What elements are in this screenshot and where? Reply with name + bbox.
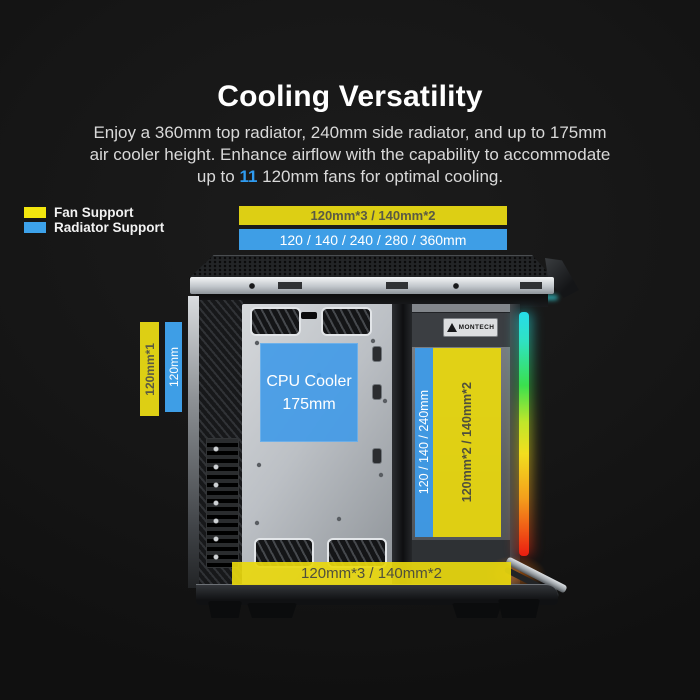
side-radiator-support-bar: 120 / 140 / 240mm: [415, 348, 433, 537]
fan-count-highlight: 11: [239, 167, 258, 186]
cable-slot-3: [372, 448, 382, 464]
fan-support-swatch-icon: [24, 206, 46, 218]
left-radiator-support-bar: 120mm: [165, 322, 182, 412]
rgb-strip: [519, 312, 529, 556]
description-line-3-pre: up to: [196, 167, 240, 186]
top-vent-grille-right: [321, 307, 372, 336]
legend-item-radiator: Radiator Support: [24, 219, 165, 235]
case-right-wall: [510, 304, 520, 586]
top-vent-grille-left: [250, 307, 301, 336]
case-left-edge: [188, 296, 199, 588]
left-fan-support-bar: 120mm*1: [140, 322, 159, 416]
tray-screw-dots: [242, 304, 244, 306]
left-radiator-support-label: 120mm: [166, 346, 181, 387]
case-foot-1: [208, 601, 242, 618]
montech-logo-icon: [446, 323, 457, 332]
case-foot-3: [452, 603, 502, 618]
case-center-divider: [392, 304, 412, 586]
case-top-mesh-panel: [188, 255, 554, 279]
description-line-1: Enjoy a 360mm top radiator, 240mm side r…: [93, 123, 607, 142]
side-radiator-support-label: 120 / 140 / 240mm: [417, 390, 431, 495]
cpu-cooler-label-line2: 175mm: [282, 395, 336, 413]
page-title: Cooling Versatility: [217, 80, 483, 113]
side-fan-support-bar: 120mm*2 / 140mm*2: [433, 348, 501, 537]
cable-slot-2: [372, 384, 382, 400]
description-line-2: air cooler height. Enhance airflow with …: [89, 145, 611, 164]
case-top-rail: [190, 277, 554, 294]
case-foot-2: [247, 603, 297, 618]
top-radiator-support-bar: 120 / 140 / 240 / 280 / 360mm: [239, 229, 507, 250]
fan-support-label: Fan Support: [54, 204, 134, 220]
pci-slot-bracket: [206, 438, 239, 568]
cable-slot-1: [372, 346, 382, 362]
radiator-support-label: Radiator Support: [54, 219, 165, 235]
description-line-3-post: 120mm fans for optimal cooling.: [257, 167, 504, 186]
top-connector: [301, 312, 317, 319]
brand-badge: MONTECH: [444, 319, 497, 336]
radiator-support-swatch-icon: [24, 221, 46, 233]
brand-badge-label: MONTECH: [458, 324, 495, 331]
top-fan-support-bar: 120mm*3 / 140mm*2: [239, 206, 507, 225]
legend-item-fan: Fan Support: [24, 204, 134, 220]
cpu-cooler-overlay: CPU Cooler 175mm: [260, 343, 358, 442]
side-fan-support-label: 120mm*2 / 140mm*2: [460, 382, 474, 503]
case-foot-4: [498, 599, 540, 618]
case-rail-shadow: [196, 294, 548, 307]
bottom-fan-support-bar: 120mm*3 / 140mm*2: [232, 562, 511, 585]
cpu-cooler-label-line1: CPU Cooler: [266, 372, 352, 390]
description-line-3: up to 11 120mm fans for optimal cooling.: [0, 166, 700, 188]
left-fan-support-label: 120mm*1: [142, 342, 157, 396]
